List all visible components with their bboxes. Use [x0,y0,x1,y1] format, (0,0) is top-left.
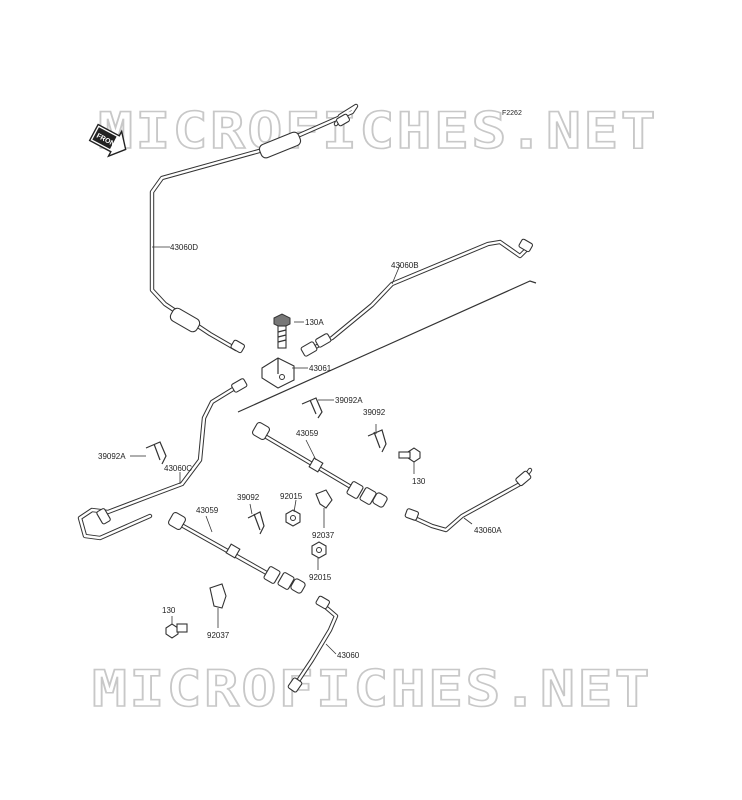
pipe-43060D [149,103,359,354]
watermark-top: MICROFICHES.NET [98,102,658,160]
callout-43060C: 43060C [164,464,192,473]
callout-43060B: 43060B [391,261,419,270]
pipe-43060A [404,467,533,533]
joint-43061 [261,357,295,389]
nut-92015-lower [311,541,327,559]
callout-43061: 43061 [309,364,332,373]
bolt-130-left [165,623,188,639]
callout-92037-upper: 92037 [312,531,335,540]
clip-39092A-left [145,441,167,465]
callout-43059-left: 43059 [196,506,219,515]
watermark-bottom: MICROFICHES.NET [92,660,652,718]
pipe-43060 [287,595,339,693]
hose-43059-right [251,421,388,508]
callout-130A: 130A [305,318,324,327]
callout-43060A: 43060A [474,526,502,535]
clip-39092A-right [301,397,323,419]
bolt-130A [273,313,291,349]
pipe-43060C [77,378,248,541]
callout-92015-lower: 92015 [309,573,332,582]
callout-43060: 43060 [337,651,360,660]
reference-frame-line [237,280,537,413]
callout-92015-upper: 92015 [280,492,303,501]
clamp-92037-upper [315,489,333,509]
callout-39092-left: 39092 [237,493,260,502]
bolt-130-right [398,447,421,463]
clip-39092-left [247,511,265,535]
front-arrow-icon: FRONT [88,123,127,158]
pipe-43060B [300,238,534,357]
clip-39092-right [367,429,387,453]
callout-39092A-right: 39092A [335,396,363,405]
nut-92015-upper [285,509,301,527]
callout-92037-lower: 92037 [207,631,230,640]
hose-43059-left [167,511,306,594]
callout-130-left: 130 [162,606,176,615]
callout-39092A-left: 39092A [98,452,126,461]
callout-39092-right: 39092 [363,408,386,417]
leader-lines [130,246,473,655]
figure-code: F2262 [502,110,522,117]
clamp-92037-lower [209,583,227,609]
callout-130-right: 130 [412,477,426,486]
callout-43060D: 43060D [170,243,198,252]
callout-43059-right: 43059 [296,429,319,438]
